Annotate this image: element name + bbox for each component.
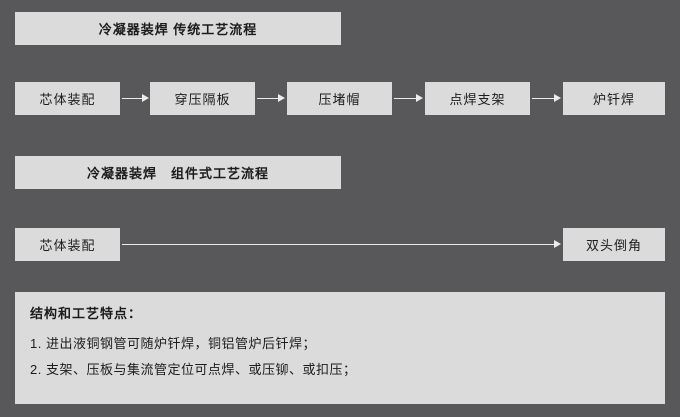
notes-item-2: 2. 支架、压板与集流管定位可点焊、或压铆、或扣压；	[30, 362, 357, 377]
flow-arrow-icon	[394, 94, 423, 102]
flow1-step-press-partition: 穿压隔板	[150, 82, 255, 115]
section-title-traditional-process: 冷凝器装焊 传统工艺流程	[15, 12, 341, 45]
section-title-modular-process: 冷凝器装焊 组件式工艺流程	[15, 156, 341, 189]
flow1-step-spot-weld-bracket: 点焊支架	[425, 82, 530, 115]
flow-arrow-icon	[532, 94, 561, 102]
flow-arrow-icon	[122, 240, 561, 248]
flow-arrow-icon	[122, 94, 149, 102]
flow1-step-core-assembly: 芯体装配	[15, 82, 120, 115]
flow2-step-double-end-chamfer: 双头倒角	[563, 228, 665, 261]
notes-heading: 结构和工艺特点：	[30, 306, 143, 321]
flow2-step-core-assembly: 芯体装配	[15, 228, 120, 261]
flow1-step-press-cap: 压堵帽	[287, 82, 392, 115]
notes-panel: 结构和工艺特点： 1. 进出液铜钢管可随炉钎焊，铜铝管炉后钎焊； 2. 支架、压…	[15, 292, 665, 404]
notes-item-1: 1. 进出液铜钢管可随炉钎焊，铜铝管炉后钎焊；	[30, 336, 316, 351]
flow-arrow-icon	[257, 94, 285, 102]
flow1-step-furnace-brazing: 炉钎焊	[563, 82, 665, 115]
